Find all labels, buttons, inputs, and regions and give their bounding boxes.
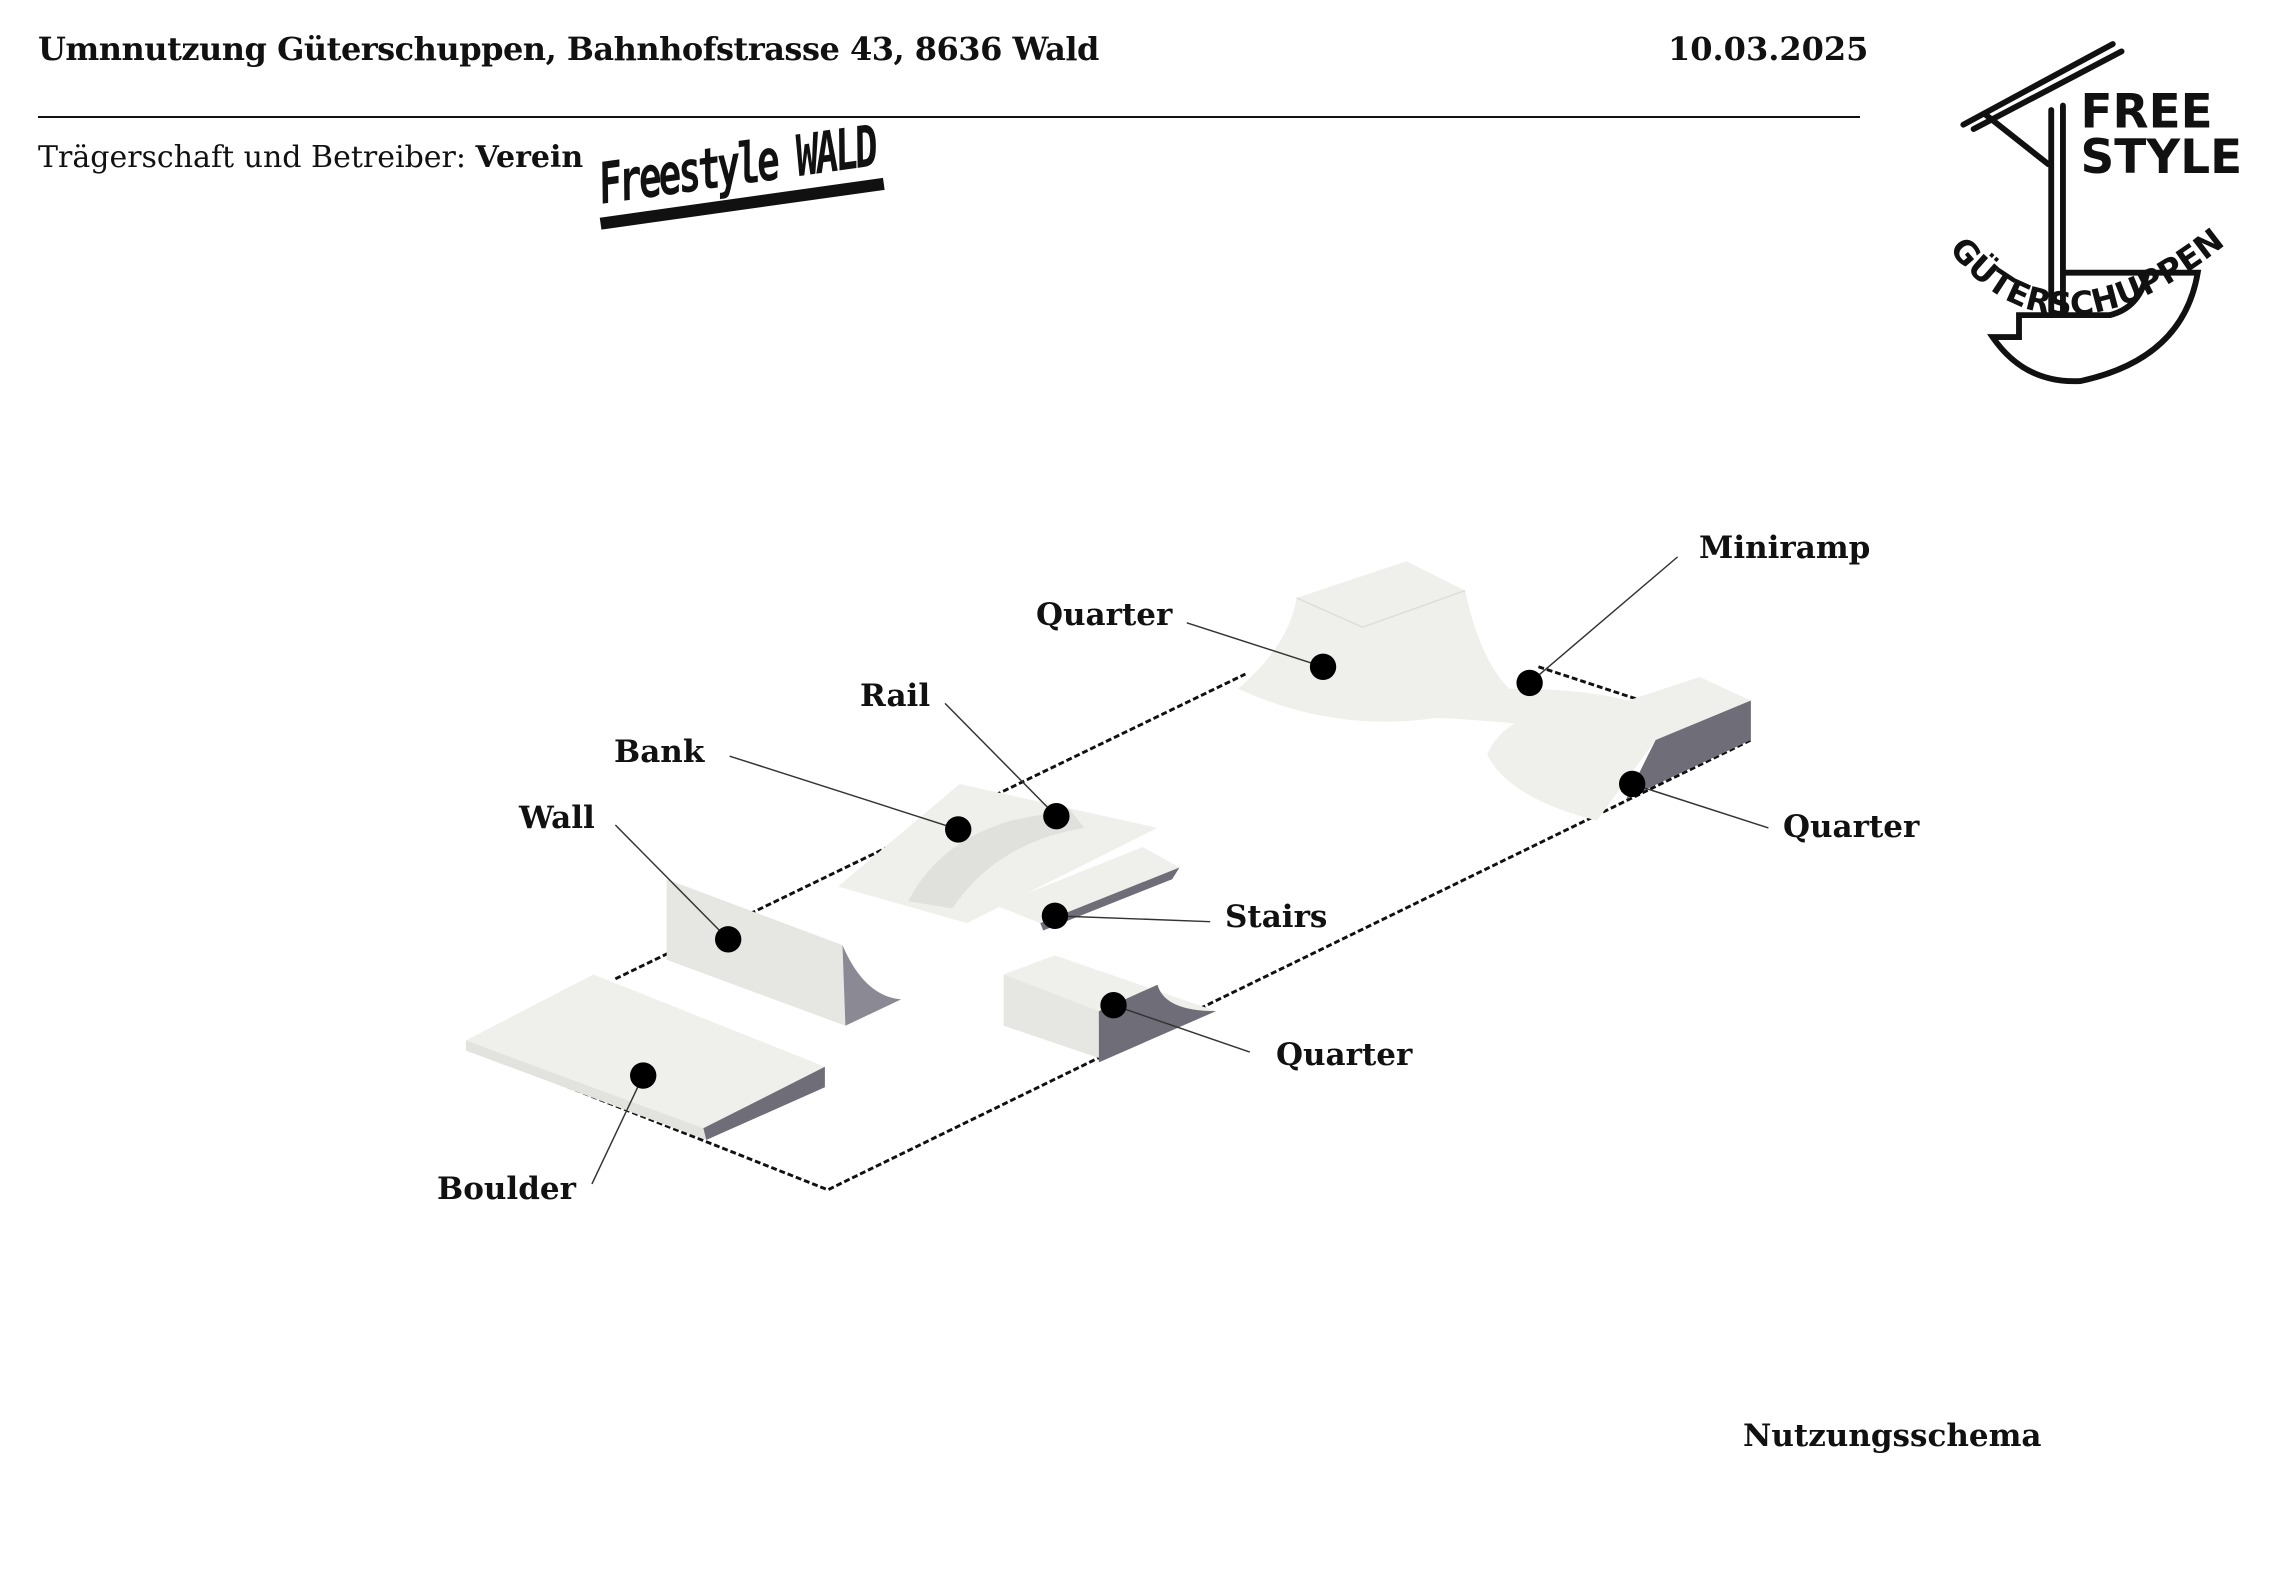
operator-line: Trägerschaft und Betreiber: Verein xyxy=(38,140,583,175)
label-quarter-top: Quarter xyxy=(1036,597,1173,633)
label-quarter-right: Quarter xyxy=(1783,809,1920,845)
miniramp-obstacle xyxy=(1238,561,1751,821)
marker-miniramp xyxy=(1516,669,1543,697)
marker-dots xyxy=(630,653,1646,1089)
document-title: Umnnutzung Güterschuppen, Bahnhofstrasse… xyxy=(38,30,1099,68)
label-wall: Wall xyxy=(519,800,595,836)
quarter-bottom-obstacle xyxy=(1003,955,1217,1063)
header-divider xyxy=(38,116,1860,118)
leader-lines xyxy=(591,556,1769,1185)
label-bank: Bank xyxy=(614,734,705,770)
label-quarter-bottom: Quarter xyxy=(1276,1037,1413,1073)
bank-rail-stairs-obstacle xyxy=(838,783,1180,931)
marker-boulder xyxy=(630,1062,657,1089)
marker-bank xyxy=(945,816,972,843)
label-stairs: Stairs xyxy=(1225,899,1328,935)
marker-quarter-right xyxy=(1619,770,1646,798)
wall-obstacle xyxy=(666,879,902,1026)
document-date: 10.03.2025 xyxy=(1668,30,1869,68)
marker-wall xyxy=(714,926,742,953)
freestyle-gueterschuppen-logo: FREE STYLE GÜTERSCHUPPEN xyxy=(1942,41,2243,385)
marker-stairs xyxy=(1041,902,1069,930)
label-rail: Rail xyxy=(860,678,931,714)
label-boulder: Boulder xyxy=(437,1171,576,1207)
marker-quarter-top xyxy=(1309,653,1337,680)
svg-text:STYLE: STYLE xyxy=(2081,130,2243,185)
boulder-obstacle xyxy=(465,974,825,1141)
operator-label: Trägerschaft und Betreiber: xyxy=(38,140,466,175)
marker-quarter-bottom xyxy=(1100,992,1127,1019)
operator-value: Verein xyxy=(475,140,584,175)
svg-text:FREE: FREE xyxy=(2081,85,2213,140)
label-miniramp: Miniramp xyxy=(1699,530,1871,566)
marker-rail xyxy=(1043,803,1070,830)
diagram-caption: Nutzungsschema xyxy=(1743,1418,2042,1454)
